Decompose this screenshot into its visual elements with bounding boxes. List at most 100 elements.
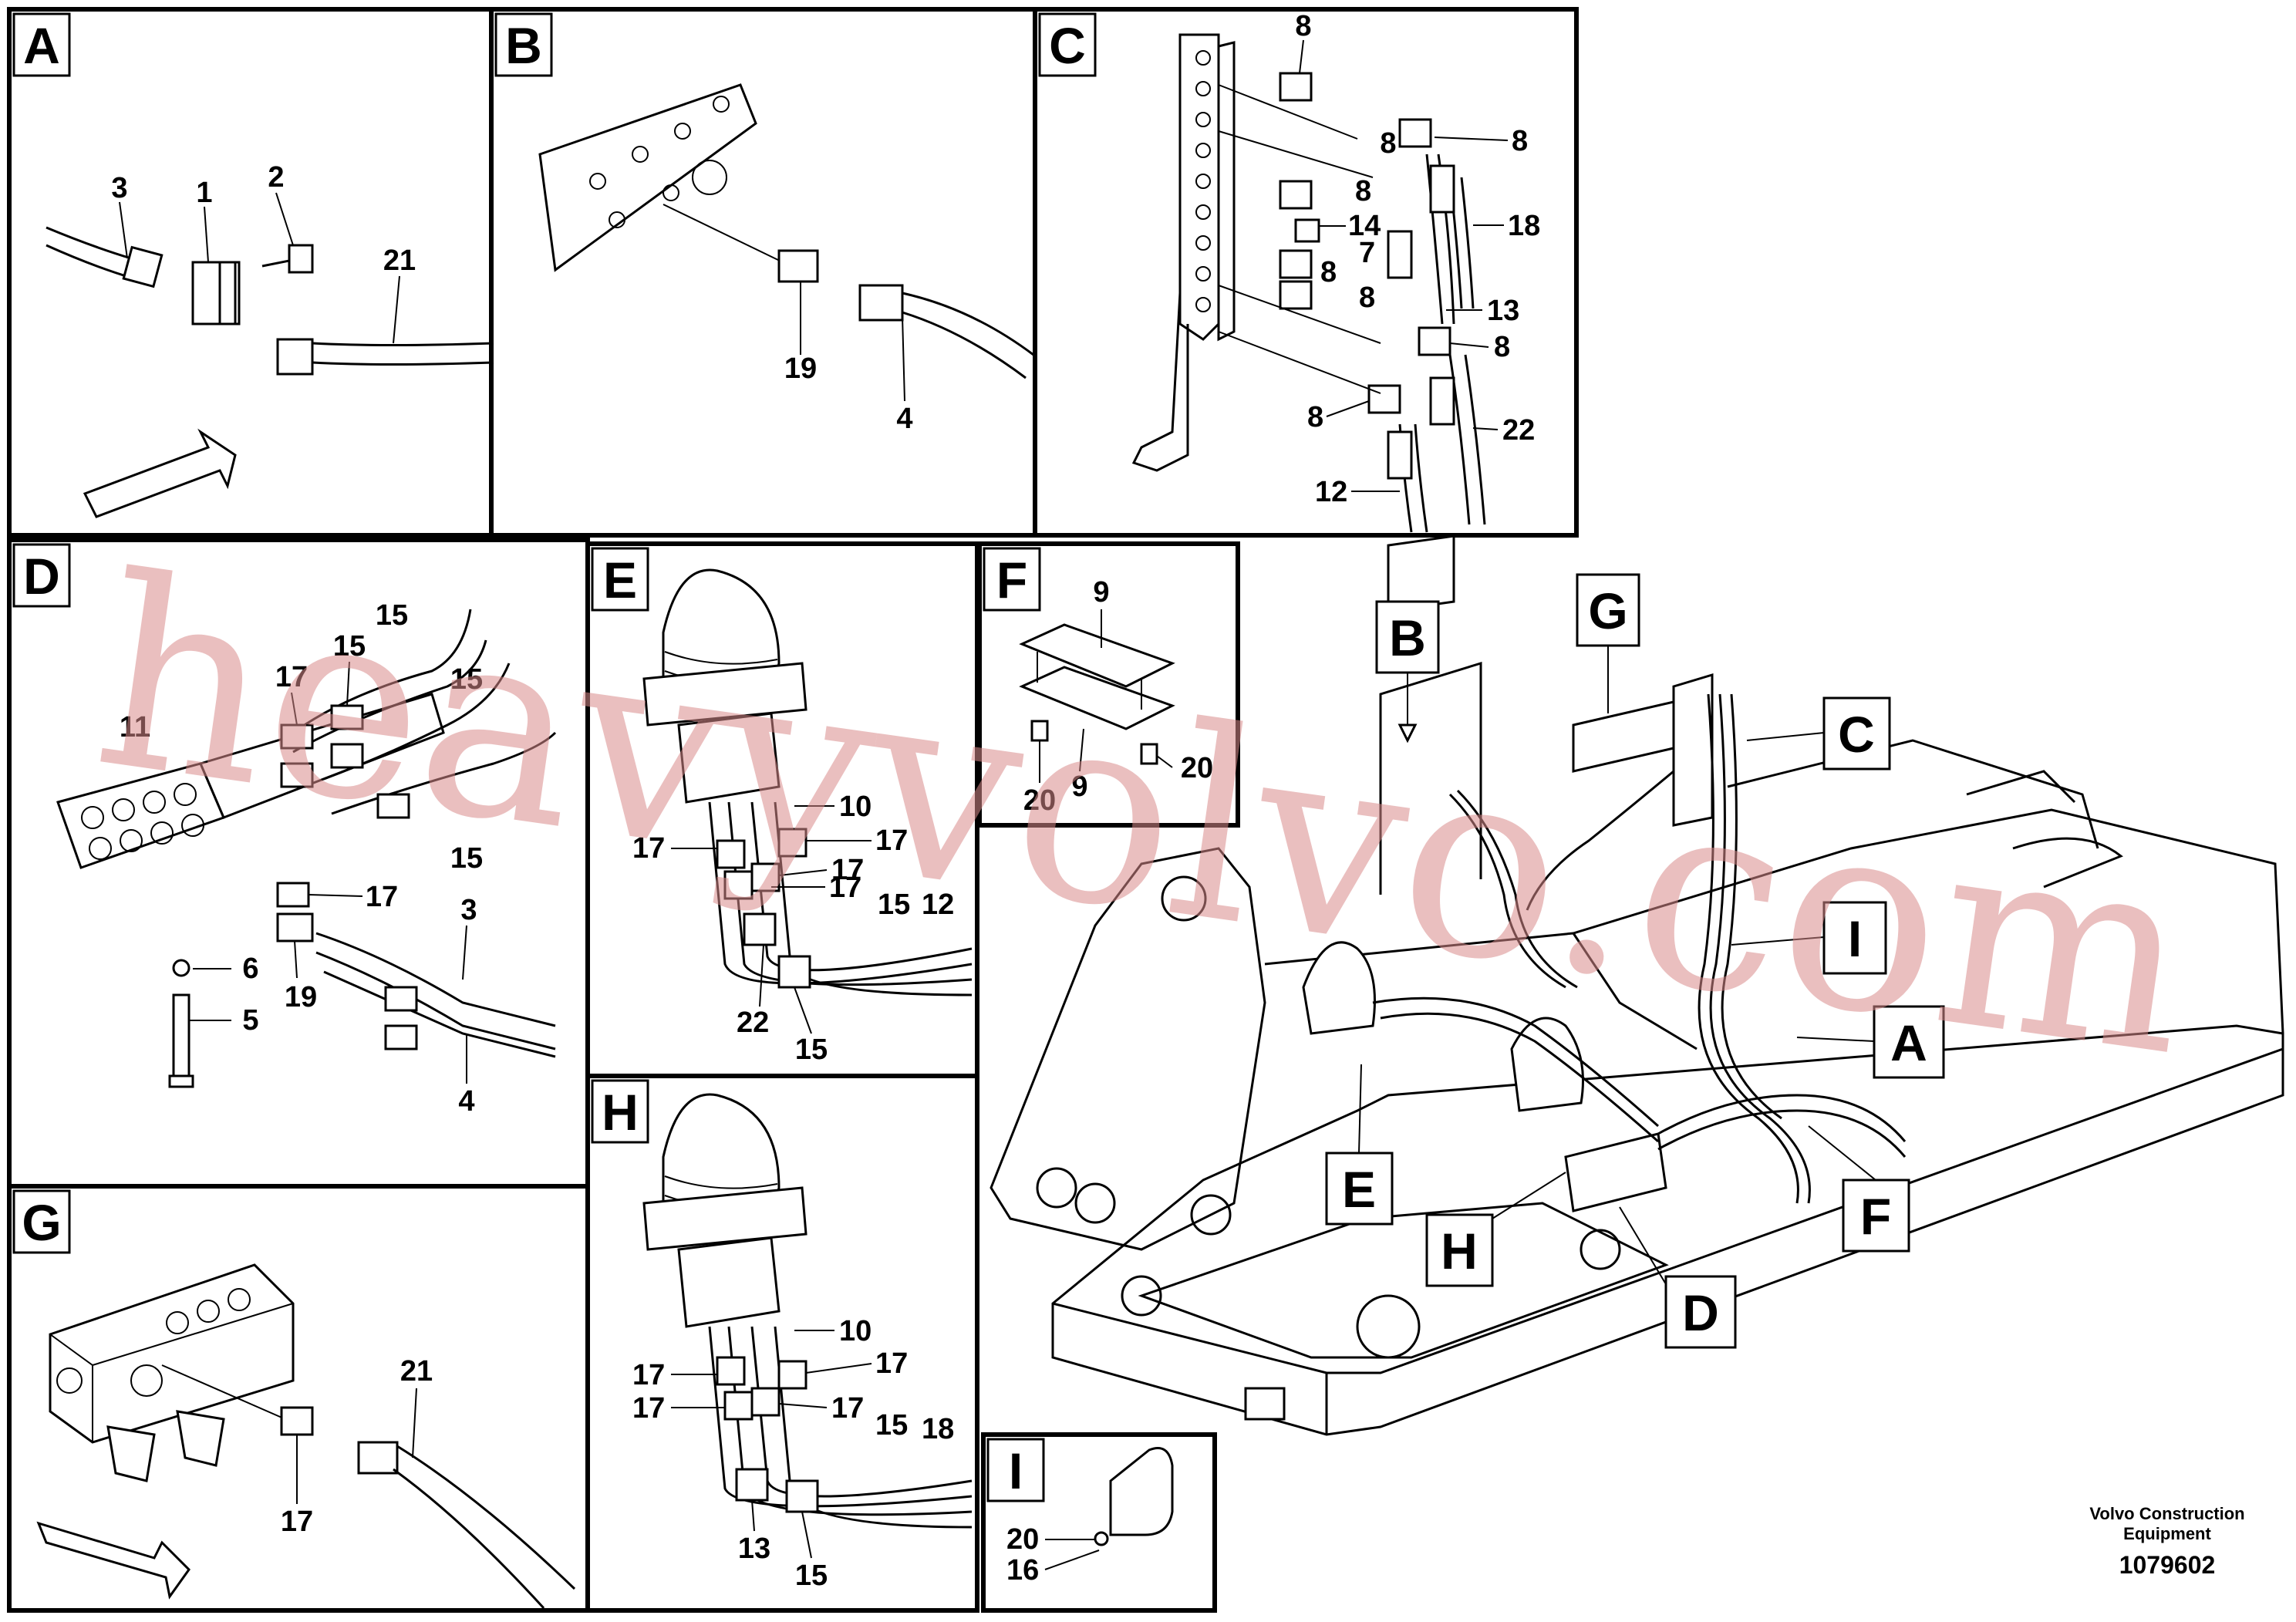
callout-b [1375,600,1440,674]
company-name-line2: Equipment [2123,1524,2211,1543]
document-number: 1079602 [2119,1551,2216,1579]
label: 8 [1307,401,1323,433]
label: 17 [875,1347,908,1380]
label: 12 [922,889,954,921]
direction-arrow-icon [83,428,237,518]
label: 15 [875,1409,908,1442]
svg-text:D: D [1682,1284,1719,1341]
label: 21 [383,244,416,277]
label: 20 [1006,1523,1039,1556]
label: 10 [839,791,872,823]
label: 13 [1487,295,1519,327]
panel-c: C 8 [1033,7,1579,538]
panel-b-letter: B [505,17,542,74]
label: 8 [1355,175,1371,207]
label: 17 [632,1359,665,1391]
label: 19 [784,352,817,385]
label: 19 [285,981,317,1013]
label: 8 [1380,127,1396,160]
label: 18 [922,1413,954,1445]
svg-text:E: E [1342,1161,1376,1218]
label: 17 [632,1392,665,1425]
label: 8 [1359,282,1375,314]
label: 15 [795,1560,828,1592]
callout-d [1664,1275,1737,1349]
callout-f [1842,1179,1910,1253]
svg-text:B: B [1389,609,1426,666]
label: 10 [839,1315,872,1347]
label: 5 [242,1004,258,1037]
callout-h [1425,1213,1494,1287]
panel-i-letter: I [1009,1442,1023,1499]
label: 17 [831,1392,864,1425]
label: 11 [120,711,150,744]
label: 8 [1320,256,1337,288]
footer: Volvo Construction Equipment 1079602 [2089,1504,2244,1579]
panel-f: F 9 9 20 20 [977,541,1240,828]
label: 14 [1348,210,1381,242]
label: 17 [829,872,861,904]
label: 8 [1512,125,1528,157]
svg-text:G: G [1588,582,1627,639]
label: 15 [450,842,483,875]
callout-c [1822,696,1891,771]
svg-text:H: H [1441,1222,1478,1280]
svg-text:A: A [1890,1014,1927,1071]
label: 13 [738,1533,770,1565]
svg-text:F: F [1860,1188,1891,1245]
label: 17 [281,1506,313,1538]
label: 8 [1494,331,1510,363]
label: 17 [632,832,665,865]
overview-callouts: B G C I A E H F D [1325,573,1945,1349]
label: 2 [268,161,284,194]
panel-b: B 19 4 [489,7,1037,538]
panel-e-letter: E [603,551,637,609]
label: 20 [1023,784,1056,817]
panel-h: H 10 17 17 17 17 15 18 13 15 [585,1074,979,1613]
label: 15 [376,599,408,632]
label: 22 [1502,414,1535,447]
callout-e [1325,1152,1394,1226]
label: 3 [460,894,477,926]
panel-a-letter: A [23,17,60,74]
label: 22 [737,1007,769,1039]
label: 15 [333,630,366,663]
panel-c-letter: C [1049,17,1086,74]
callout-a [1873,1005,1945,1079]
panel-h-letter: H [602,1084,639,1141]
label: 17 [875,824,908,857]
svg-text:I: I [1848,910,1862,967]
label: 1 [196,177,212,209]
label: 17 [275,661,308,693]
label: 4 [458,1085,474,1118]
label: 16 [1006,1554,1039,1587]
label: 12 [1315,476,1347,508]
panel-d-letter: D [23,548,60,605]
svg-text:C: C [1838,706,1875,763]
label: 18 [1508,210,1540,242]
label: 15 [450,663,483,696]
callout-i [1822,901,1887,975]
direction-arrow-icon [36,1521,190,1600]
label: 6 [242,953,258,985]
panel-g: G 21 17 [7,1184,590,1613]
label: 15 [795,1034,828,1066]
label: 9 [1071,771,1087,803]
label: 7 [1359,237,1375,269]
label: 3 [111,172,127,204]
panel-a-letter-box [12,12,71,77]
label: 20 [1181,752,1213,784]
label: 4 [896,403,912,435]
panel-a: A 3 1 2 21 [7,7,494,538]
label: 8 [1295,10,1311,42]
label: 9 [1093,576,1109,609]
label: 21 [400,1355,433,1388]
label: 17 [831,854,864,886]
panel-i: I 20 16 [981,1432,1217,1613]
label: 17 [366,881,398,913]
label: 15 [878,889,910,921]
company-name-line1: Volvo Construction [2089,1504,2244,1523]
panel-g-letter: G [22,1194,61,1251]
panel-f-letter: F [996,551,1027,609]
